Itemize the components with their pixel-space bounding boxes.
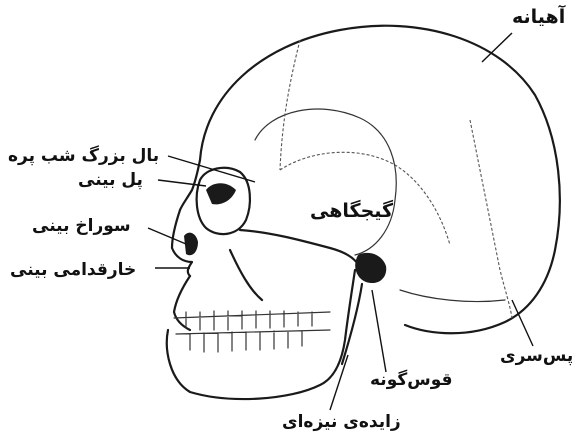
label-anterior-nasal-spine: خارقدامی بینی — [10, 262, 136, 279]
leader-nasal-cavity — [148, 228, 186, 244]
cranium-outline — [200, 26, 560, 334]
ear-canal — [355, 253, 386, 283]
temporal-fossa — [255, 109, 396, 255]
label-styloid-process: زایده‌ی نیزه‌ای — [282, 414, 401, 431]
leader-sphenoid — [168, 156, 255, 182]
squamous-suture — [280, 152, 450, 245]
maxilla-outline — [174, 276, 190, 330]
leader-zygomatic — [372, 290, 386, 372]
label-nasal-cavity: سوراخ بینی — [32, 218, 131, 235]
label-sphenoid-greater-wing: بال بزرگ شب پره — [8, 148, 159, 165]
orbit-shadow — [206, 183, 236, 204]
zygomatic-outline — [240, 230, 360, 268]
label-occipital: پس‌سری — [500, 348, 572, 365]
cheek-lower — [230, 250, 262, 300]
label-parietal: آهیانه — [512, 8, 565, 27]
label-zygomatic-arch: قوس‌گونه — [370, 372, 453, 389]
label-nasal-bone: پل بینی — [78, 172, 143, 189]
leader-occipital — [512, 300, 533, 346]
upper-teeth — [174, 311, 330, 330]
lambdoid-suture — [470, 120, 512, 318]
nasal-cavity-shape — [184, 233, 198, 256]
label-temporal: گیجگاهی — [310, 202, 393, 221]
coronal-suture — [280, 40, 300, 170]
mandible-outline — [167, 270, 355, 399]
lower-teeth — [176, 330, 330, 352]
occipital-base — [400, 290, 505, 302]
